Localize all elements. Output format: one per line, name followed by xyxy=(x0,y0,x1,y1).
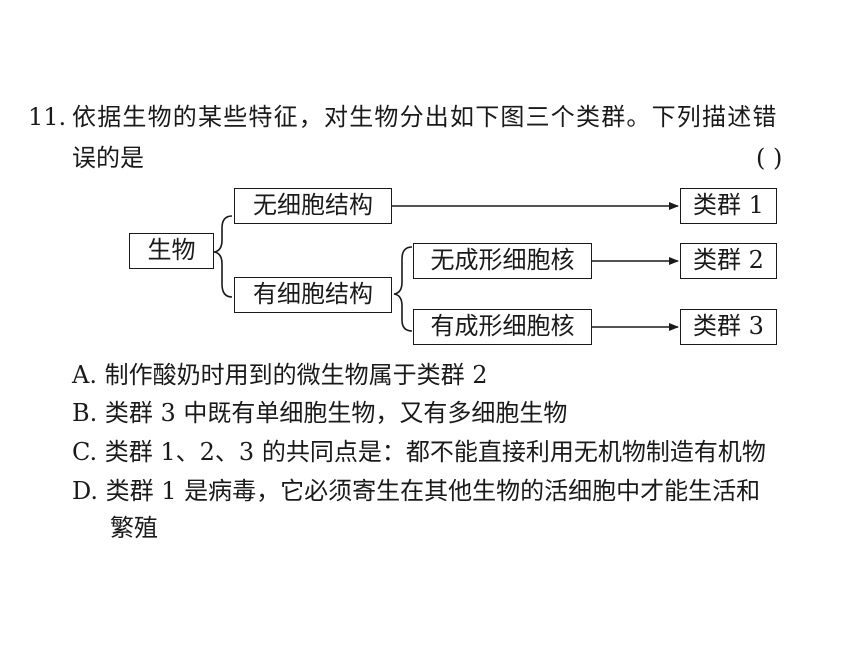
group3-box: 类群 3 xyxy=(680,309,777,345)
sub-brace xyxy=(393,246,413,332)
question-stem-line1: 依据生物的某些特征，对生物分出如下图三个类群。下列描述错 xyxy=(72,103,778,131)
option-d-line2: 繁殖 xyxy=(110,514,158,542)
group2-box: 类群 2 xyxy=(680,243,777,279)
group1-box: 类群 1 xyxy=(680,188,777,224)
cell-structure-box: 有细胞结构 xyxy=(234,277,392,313)
no-cell-structure-box: 无细胞结构 xyxy=(234,188,392,224)
question-number: 11. xyxy=(28,103,67,131)
answer-blank: ( ) xyxy=(756,144,783,172)
root-box: 生物 xyxy=(129,233,214,269)
question-stem-line2: 误的是 xyxy=(72,144,144,172)
left-brace xyxy=(213,215,233,298)
no-nucleus-box: 无成形细胞核 xyxy=(413,243,592,279)
option-c: C. 类群 1、2、3 的共同点是：都不能直接利用无机物制造有机物 xyxy=(72,438,766,466)
option-d-line1: D. 类群 1 是病毒，它必须寄生在其他生物的活细胞中才能生活和 xyxy=(72,477,761,505)
nucleus-box: 有成形细胞核 xyxy=(413,309,592,345)
option-b: B. 类群 3 中既有单细胞生物，又有多细胞生物 xyxy=(72,399,568,427)
option-a: A. 制作酸奶时用到的微生物属于类群 2 xyxy=(72,361,488,389)
